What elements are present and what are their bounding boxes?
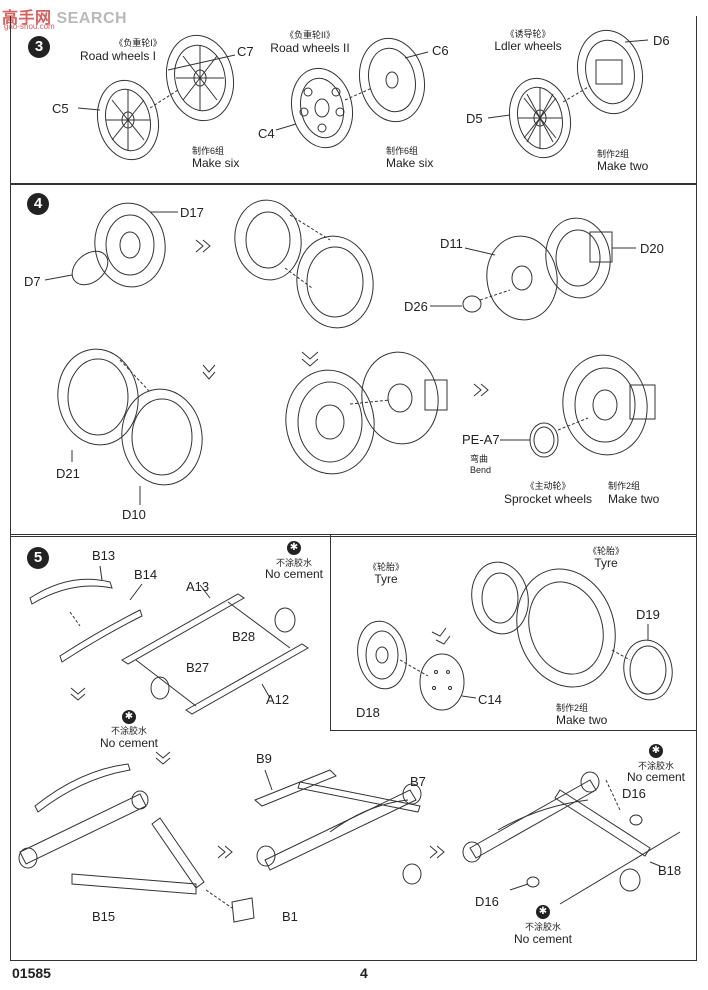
part-d16-a: D16: [622, 786, 646, 801]
idler-wheels-cn: 《诱导轮》: [505, 29, 551, 39]
make-two-s5-cn: 制作2组: [556, 703, 589, 713]
part-b14: B14: [134, 567, 158, 582]
page-number: 4: [360, 965, 368, 981]
idler-wheel-drawing: [487, 29, 649, 159]
watermark-url: gao-shou.com: [4, 22, 55, 31]
part-c5: C5: [52, 101, 69, 116]
sprocket-ring-drawing: [234, 199, 374, 329]
tyre-2-cn: 《轮胎》: [587, 546, 625, 556]
step-4-panel: [10, 183, 697, 537]
sprocket-cover-drawing: [430, 217, 636, 321]
road-wheels-2-en: Road wheels II: [270, 41, 350, 55]
axle-assembly-2-drawing: [254, 769, 445, 885]
part-d26: D26: [404, 299, 428, 314]
make-two-s3-cn: 制作2组: [597, 149, 630, 159]
step-5-panel: [10, 534, 697, 961]
part-c6: C6: [432, 43, 449, 58]
part-d6: D6: [653, 33, 670, 48]
make-two-s3-en: Make two: [597, 159, 649, 173]
part-d18: D18: [356, 705, 380, 720]
make-two-s5-en: Make two: [556, 713, 608, 727]
no-cement-2-en: No cement: [99, 736, 159, 750]
part-b18: B18: [658, 863, 682, 878]
step-3-badge: 3: [28, 36, 50, 58]
part-b27: B27: [186, 660, 210, 675]
part-b13: B13: [92, 548, 116, 563]
make-six-b-cn: 制作6组: [386, 146, 419, 156]
tyre-subpanel: [330, 534, 696, 731]
part-c4: C4: [258, 126, 275, 141]
make-two-s4-cn: 制作2组: [608, 481, 641, 491]
sprocket-cn: 《主动轮》: [525, 481, 571, 491]
make-six-b-en: Make six: [386, 156, 434, 170]
road-wheels-2-cn: 《负重轮II》: [284, 30, 336, 40]
road-wheel-2-drawing: [275, 37, 429, 149]
road-wheel-1-drawing: [77, 34, 236, 161]
sprocket-hub-drawing: [44, 202, 211, 288]
step-5-badge: 5: [27, 547, 49, 569]
track-rings-drawing: [57, 348, 216, 505]
idler-wheels-en: Ldler wheels: [494, 39, 562, 53]
no-cement-4-en: No cement: [513, 932, 573, 946]
part-d17: D17: [180, 205, 204, 220]
tyre-1-en: Tyre: [374, 572, 398, 586]
part-d10: D10: [122, 507, 146, 522]
tyre-large-drawing: [471, 561, 673, 701]
part-b9: B9: [256, 751, 272, 766]
part-d7: D7: [24, 274, 41, 289]
no-cement-3-cn: 不涂胶水: [637, 761, 675, 771]
part-d11: D11: [440, 236, 463, 251]
part-pe-a7: PE-A7: [462, 432, 500, 447]
part-b15: B15: [92, 909, 116, 924]
no-cement-4-cn: 不涂胶水: [524, 922, 562, 932]
part-b7: B7: [410, 774, 426, 789]
make-six-a-cn: 制作6组: [192, 146, 225, 156]
frame-rails-drawing: [121, 584, 309, 765]
part-c7: C7: [237, 44, 254, 59]
part-d21: D21: [56, 466, 80, 481]
sprocket-en: Sprocket wheels: [503, 492, 593, 506]
no-cement-1-en: No cement: [264, 567, 324, 581]
road-wheels-1-cn: 《负重轮I》: [114, 38, 162, 48]
no-cement-2-cn: 不涂胶水: [110, 726, 148, 736]
sprocket-final-drawing: [500, 354, 656, 458]
no-cement-icon: ✱: [536, 905, 550, 919]
part-b28: B28: [232, 629, 256, 644]
part-c14: C14: [478, 692, 502, 707]
leaf-springs-drawing: [29, 565, 143, 701]
part-d19: D19: [636, 607, 660, 622]
part-d16-b: D16: [475, 894, 499, 909]
make-two-s4-en: Make two: [608, 492, 660, 506]
no-cement-icon: ✱: [122, 710, 136, 724]
step-3-panel: [10, 16, 697, 185]
bend-en: Bend: [470, 465, 492, 475]
step-4-badge: 4: [27, 193, 49, 215]
tyre-small-drawing: [357, 620, 477, 711]
part-b1: B1: [282, 909, 298, 924]
bend-cn: 弯曲: [470, 454, 489, 464]
no-cement-icon: ✱: [649, 744, 663, 758]
road-wheels-1-en: Road wheels I: [79, 49, 157, 63]
tyre-2-en: Tyre: [594, 556, 618, 570]
part-a13: A13: [186, 579, 210, 594]
part-d20: D20: [640, 241, 664, 256]
no-cement-1-cn: 不涂胶水: [275, 558, 313, 568]
no-cement-icon: ✱: [287, 541, 301, 555]
axle-assembly-3-drawing: [462, 771, 681, 905]
product-code: 01585: [12, 965, 51, 981]
no-cement-3-en: No cement: [626, 770, 686, 784]
make-six-a-en: Make six: [192, 156, 240, 170]
axle-assembly-1-drawing: [18, 763, 255, 923]
tyre-1-cn: 《轮胎》: [367, 562, 405, 572]
part-a12: A12: [266, 692, 290, 707]
sprocket-assembly-drawing: [285, 351, 489, 475]
part-d5: D5: [466, 111, 483, 126]
